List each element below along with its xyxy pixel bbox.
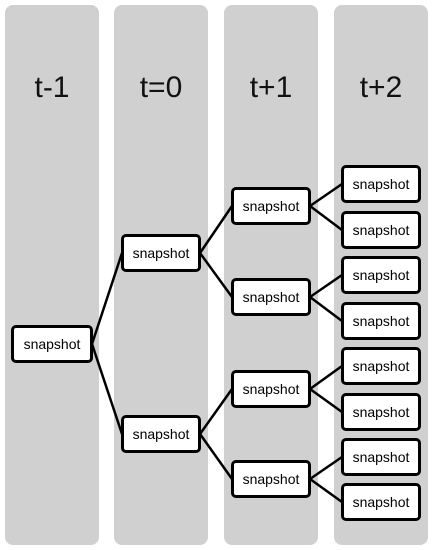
tree-edge [308,364,344,391]
snapshot-node: snapshot [121,234,201,272]
snapshot-node: snapshot [341,302,421,340]
tree-edge [308,204,344,232]
column-label: t-1 [34,71,70,104]
tree-edge [198,387,234,436]
column-label: t=0 [139,71,183,104]
snapshot-node: snapshot [231,460,311,498]
column-t-plus-1: t+1 [224,5,318,545]
tree-edge [308,295,344,323]
snapshot-node: snapshot [11,325,93,363]
snapshot-node: snapshot [231,370,311,408]
snapshot-node: snapshot [231,278,311,316]
tree-edge [198,251,234,299]
column-label: t+2 [359,71,403,104]
tree-edge [308,387,344,414]
snapshot-node: snapshot [341,211,421,249]
column-t-0: t=0 [114,5,208,545]
snapshot-node: snapshot [231,187,311,225]
tree-edge [308,477,344,504]
tree-edge [308,273,344,299]
column-t-minus-1: t-1 [5,5,99,545]
snapshot-node: snapshot [341,438,421,476]
snapshot-node: snapshot [341,256,421,294]
tree-edge [308,182,344,208]
snapshot-node: snapshot [341,393,421,431]
snapshot-node: snapshot [121,415,201,453]
tree-edge [198,204,234,255]
tree-edge [90,342,124,436]
tree-edge [308,455,344,481]
snapshot-node: snapshot [341,483,421,521]
snapshot-node: snapshot [341,165,421,203]
snapshot-node: snapshot [341,347,421,385]
tree-edge [90,251,124,346]
tree-edge [198,432,234,481]
column-label: t+1 [249,71,293,104]
